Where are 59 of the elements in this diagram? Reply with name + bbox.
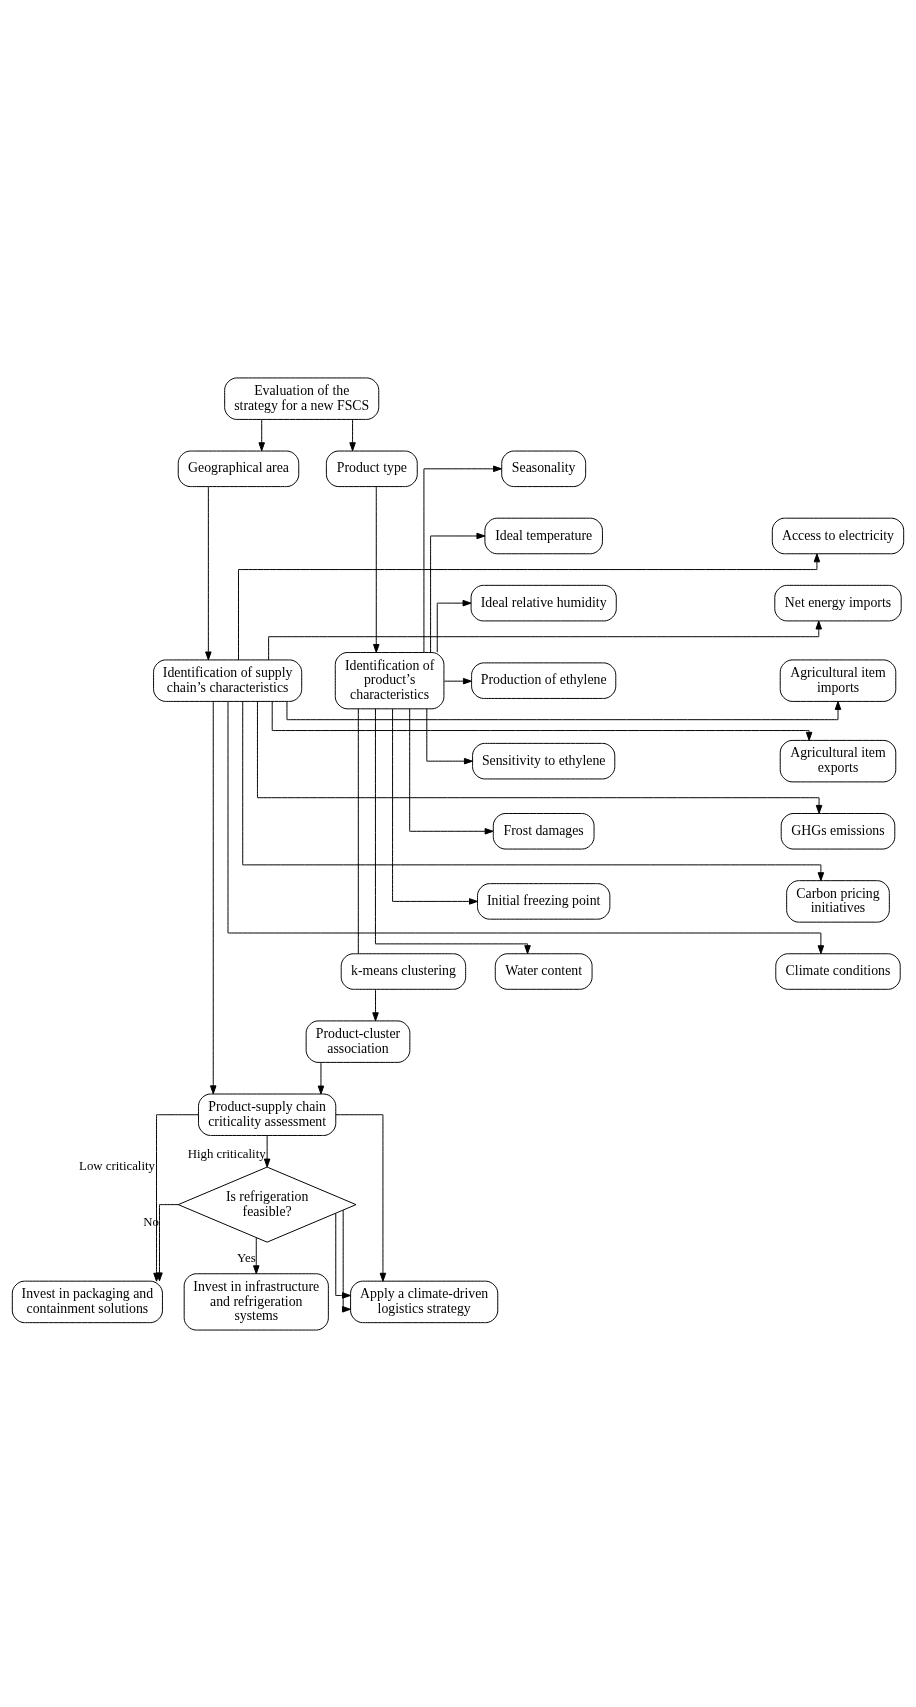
arrow	[335, 1212, 351, 1299]
arrow	[373, 485, 380, 653]
arrow	[253, 1236, 260, 1274]
node-box: Evaluation of the strategy for a new FSCS	[224, 376, 380, 420]
arrow	[423, 465, 502, 653]
arrow	[443, 677, 472, 684]
node-box: Frost damages	[492, 812, 595, 850]
node-box: Apply a climate-driven logistics strategy	[350, 1280, 499, 1323]
arrow	[238, 552, 821, 660]
node-box: Climate conditions	[775, 952, 901, 990]
node-box: Agricultural item exports	[779, 739, 897, 782]
node-box: Invest in infrastructure and refrigeration systems	[183, 1272, 329, 1331]
arrow	[426, 707, 473, 764]
node-box: Initial freezing point	[477, 882, 611, 920]
node-box: GHGs emissions	[780, 812, 896, 850]
node-box: Product type	[325, 450, 418, 487]
arrow	[268, 620, 822, 660]
node-box: Agricultural item imports	[779, 658, 897, 702]
arrow	[286, 700, 842, 720]
node-box: Geographical area	[177, 450, 300, 487]
node-box: Product-cluster association	[305, 1019, 411, 1063]
arrow	[374, 707, 531, 954]
node-box: Production of ethylene	[471, 661, 617, 699]
node-box: k-means clustering	[340, 952, 467, 990]
arrow	[372, 988, 379, 1021]
node-box: Carbon pricing initiatives	[786, 879, 890, 923]
edge-label: High criticality	[187, 1146, 266, 1161]
node-box: Identification of supply chain’s characteristics	[153, 658, 303, 702]
arrow	[271, 700, 813, 741]
arrow	[341, 1209, 351, 1313]
node-box: Net energy imports	[774, 584, 902, 621]
edge-label: Yes	[237, 1250, 256, 1265]
node-box: Access to electricity	[771, 517, 905, 554]
arrow	[205, 485, 212, 660]
edge-label: Low criticality	[79, 1158, 155, 1173]
arrow	[156, 1203, 179, 1281]
arrow	[436, 599, 472, 653]
arrow	[258, 418, 265, 451]
connector	[357, 707, 359, 954]
arrow	[227, 700, 825, 954]
arrow	[392, 708, 478, 905]
node-box: Seasonality	[501, 450, 587, 487]
arrow	[317, 1061, 325, 1094]
arrow	[242, 700, 825, 881]
node-box: Sensitivity to ethylene	[472, 742, 616, 779]
arrow	[409, 708, 494, 835]
arrow	[335, 1113, 387, 1282]
node-box: Invest in packaging and containment solutions	[11, 1280, 163, 1323]
arrow	[430, 532, 486, 653]
arrow	[263, 1134, 271, 1167]
arrow	[256, 700, 823, 814]
node-box: Water content	[494, 952, 593, 990]
node-box: Ideal temperature	[484, 517, 603, 554]
node-box: Identification of product’s characteristics	[334, 651, 445, 709]
arrow	[209, 700, 217, 1094]
node-box: Product-supply chain criticality assessment	[198, 1093, 337, 1136]
node-box: Ideal relative humidity	[470, 584, 617, 621]
arrow	[349, 418, 356, 451]
node-diamond: Is refrigeration feasible?	[177, 1166, 357, 1243]
